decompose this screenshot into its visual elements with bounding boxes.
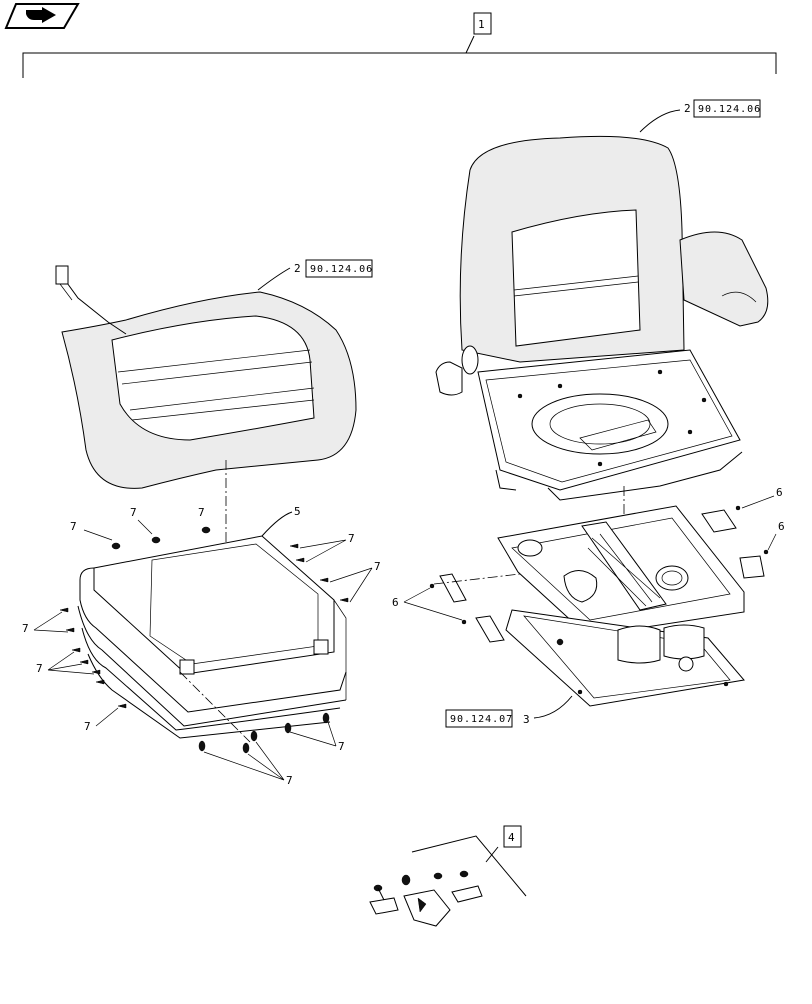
cushion-reference: 90.124.06 (310, 264, 373, 275)
bumper-callouts: 6 6 6 (392, 486, 785, 621)
assembly-callout: 1 (478, 18, 485, 31)
backrest-item-number: 2 (684, 102, 691, 115)
backrest-callout: 2 90.124.06 (639, 99, 761, 133)
backrest-reference: 90.124.06 (698, 104, 761, 115)
bumper-item-number: 6 (392, 596, 399, 609)
suspension-reference: 90.124.07 (450, 714, 513, 725)
bumper-item-number: 6 (778, 520, 785, 533)
fastener-item-number: 7 (348, 532, 355, 545)
seat-base-plate (477, 349, 743, 501)
seat-backrest (435, 135, 769, 396)
hardware-kit: 4 (369, 825, 527, 927)
suspension-item-number: 3 (523, 713, 530, 726)
cushion-item-number: 2 (294, 262, 301, 275)
fastener-item-number: 7 (70, 520, 77, 533)
assembly-bracket: 1 (22, 12, 777, 78)
suspension-callout: 90.124.07 3 (445, 695, 573, 728)
bumper-group (429, 505, 769, 643)
next-page-arrow-icon[interactable] (4, 3, 80, 29)
seat-cushion (55, 265, 357, 489)
fastener-item-number: 7 (84, 720, 91, 733)
cushion-callout: 2 90.124.06 (257, 259, 373, 291)
fastener-item-number: 7 (286, 774, 293, 787)
fastener-item-number: 7 (338, 740, 345, 753)
suspension-boot (77, 535, 347, 739)
bumper-item-number: 6 (776, 486, 783, 499)
seat-suspension (497, 505, 745, 707)
fastener-item-number: 7 (36, 662, 43, 675)
fastener-item-number: 7 (198, 506, 205, 519)
boot-callout: 5 (261, 505, 301, 537)
kit-callout: 4 (508, 831, 515, 844)
fastener-group (59, 526, 349, 754)
fastener-item-number: 7 (22, 622, 29, 635)
fastener-item-number: 7 (374, 560, 381, 573)
fastener-item-number: 7 (130, 506, 137, 519)
boot-item-number: 5 (294, 505, 301, 518)
fastener-callouts: 7 7 7 7 7 7 7 7 7 7 (22, 506, 381, 787)
